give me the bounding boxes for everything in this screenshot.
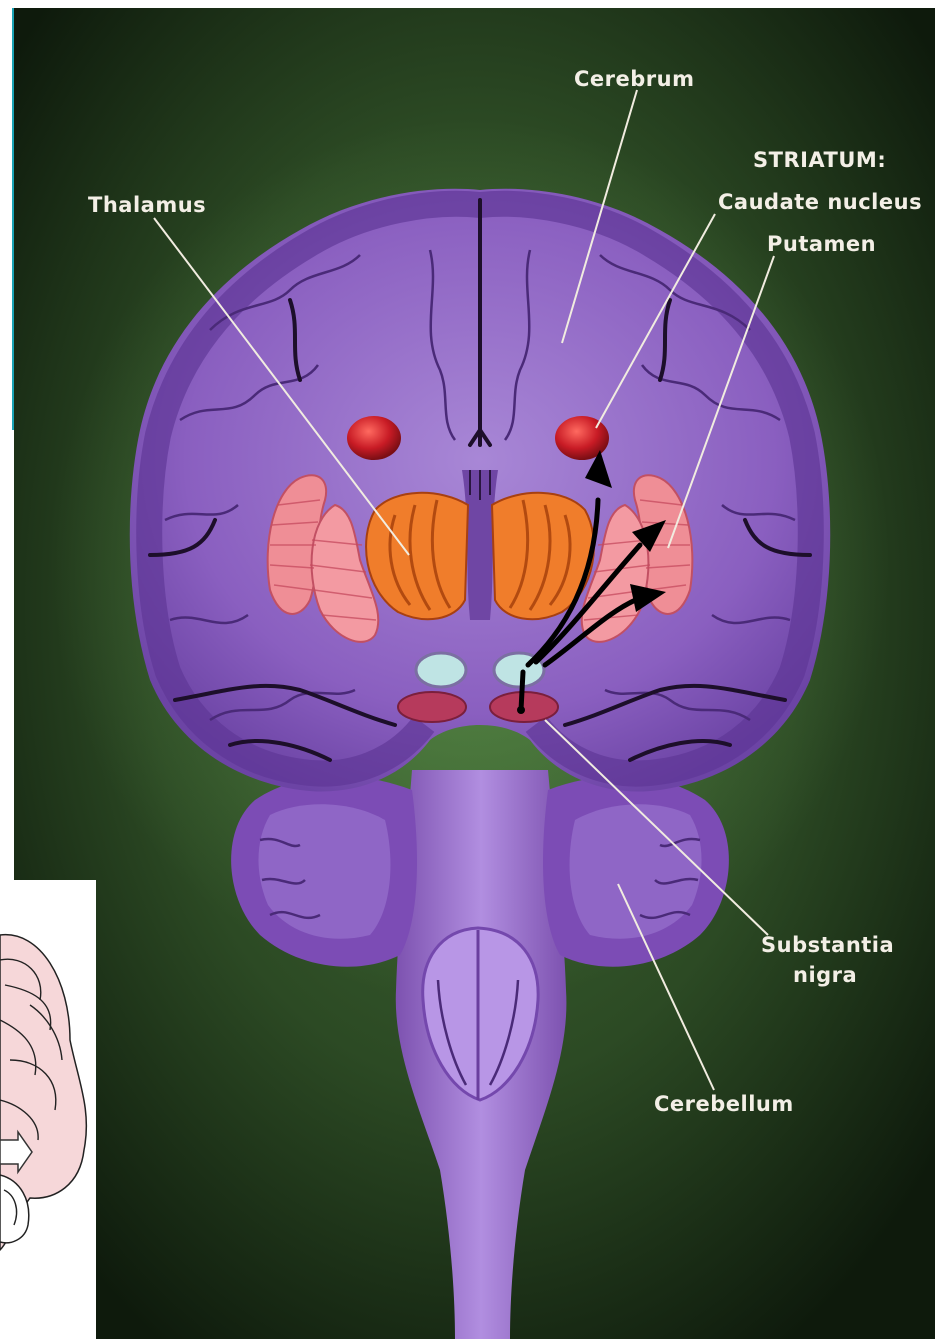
label-putamen: Putamen — [767, 232, 876, 256]
label-striatum: STRIATUM: — [753, 148, 886, 172]
substantia-nigra-left — [398, 692, 466, 722]
label-thalamus: Thalamus — [88, 193, 206, 217]
label-substantia: Substantia — [761, 933, 894, 957]
midbrain-marker-left — [416, 653, 466, 687]
label-caudate-nucleus: Caudate nucleus — [718, 190, 922, 214]
label-cerebellum: Cerebellum — [654, 1092, 794, 1116]
label-cerebrum: Cerebrum — [574, 67, 694, 91]
brain-inset-thumbnail — [0, 880, 96, 1339]
caudate-nucleus-left — [347, 416, 401, 460]
left-frame — [0, 0, 13, 430]
label-nigra: nigra — [793, 963, 857, 987]
